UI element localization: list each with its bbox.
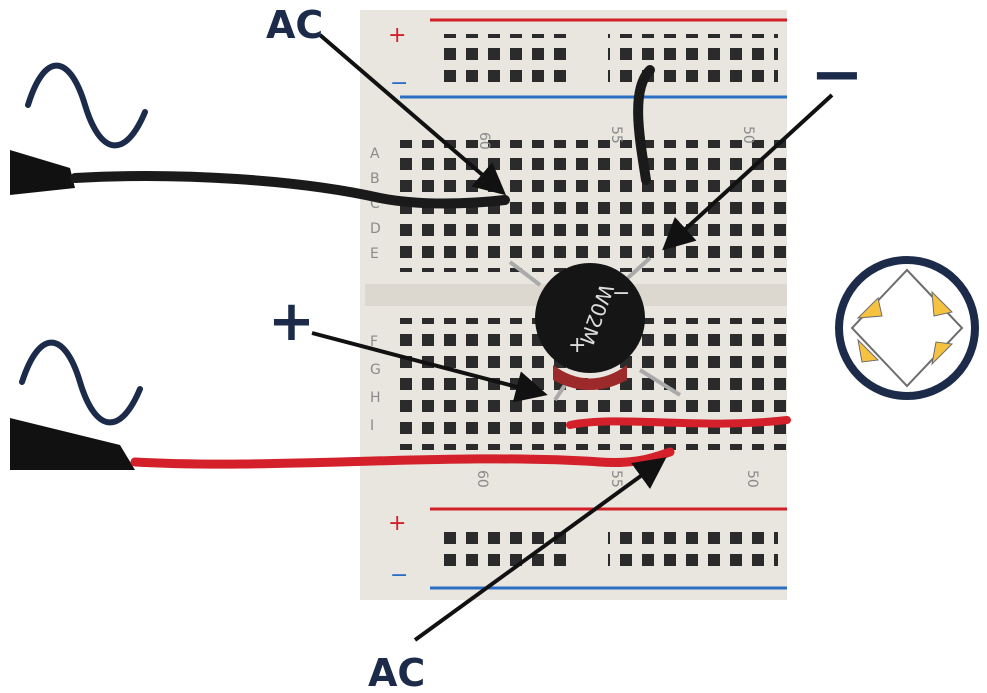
label-ac-top: AC [266,3,323,47]
top-rail-minus: − [390,71,408,96]
row-label-i: I [370,418,374,434]
row-label-b: B [370,171,380,187]
red-lead-clip [10,418,135,470]
col-label-50-top: 50 [740,126,756,144]
label-ac-bottom: AC [368,651,425,693]
diode-yellow-4 [931,341,954,366]
rectifier-minus-mark: − [612,281,630,306]
row-label-h: H [370,390,381,406]
bottom-rail-holes-left [444,522,576,572]
diode-yellow-3 [857,338,880,363]
breadboard: + − 60 55 50 A B C D E 60 55 50 [360,10,787,600]
red-jumper-wire [566,416,791,429]
label-plus: + [268,289,315,354]
top-power-rail: + − [388,18,787,99]
black-clip [10,150,75,195]
row-label-g: G [370,362,381,378]
arrow-plus [311,331,548,403]
bottom-rail-minus: − [390,563,408,588]
top-rail-holes-right [608,34,778,84]
col-label-50-bottom: 50 [744,470,760,488]
row-label-c: C [370,196,380,212]
arrow-ac-top [318,33,507,196]
row-label-f: F [370,334,378,350]
rectifier-leg-1 [508,260,542,287]
rectifier-body [535,263,645,373]
rectifier-leg-4 [638,368,682,397]
col-label-55-bottom: 55 [608,470,624,488]
rectifier-plus-mark: + [568,333,586,358]
row-labels-bottom: F G H I [370,334,381,434]
ac-sine-icon [19,339,143,426]
rectifier-leg-3 [553,383,567,402]
row-labels-top: A B C D E [370,146,381,262]
bridge-rectifier: W02M + − [508,256,682,402]
bottom-rail-holes-right [608,522,778,572]
diode-yellow-1 [856,297,883,319]
arrow-ac-bottom [413,457,667,642]
row-label-d: D [370,221,381,237]
symbol-circle [835,256,979,400]
black-wire [70,171,510,209]
col-label-60-bottom: 60 [474,470,490,488]
rectifier-base [553,365,627,390]
bottom-power-rail: + − [388,507,787,590]
row-label-a: A [370,146,380,162]
diode-yellow-2 [931,290,953,317]
top-rail-plus: + [388,23,406,48]
arrow-minus [662,93,834,251]
col-label-55-top: 55 [608,126,624,144]
bottom-rail-plus: + [388,511,406,536]
col-label-60-top: 60 [476,132,492,150]
black-jumper-wire [633,65,655,185]
label-minus: − [810,38,864,112]
annotation-arrows [311,33,834,642]
black-ac-lead [10,150,510,209]
ac-sine-icon [25,62,148,149]
bridge-rectifier-symbol-icon [835,256,979,400]
row-label-e: E [370,246,379,262]
top-rail-holes-left [444,34,576,84]
